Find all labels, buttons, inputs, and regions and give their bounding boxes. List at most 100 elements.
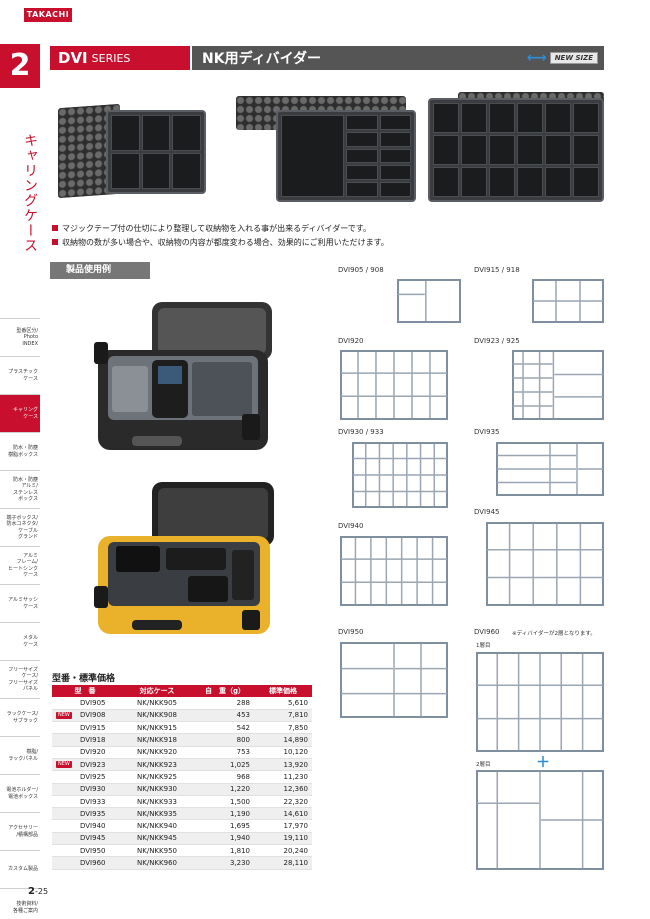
cell-price: 14,890 <box>254 733 312 747</box>
cell-price: 5,610 <box>254 697 312 710</box>
sidebar-item[interactable]: カスタム製品 <box>0 850 40 888</box>
cell-weight: 1,500 <box>196 795 254 809</box>
yellow-case-photo <box>92 478 278 644</box>
cell-price: 11,230 <box>254 770 312 784</box>
diagram-dvi915-svg <box>532 279 604 323</box>
sidebar-item[interactable]: 電池ホルダー/ 電池ボックス <box>0 774 40 812</box>
cell-case: NK/NKK905 <box>118 697 196 710</box>
cell-weight: 1,940 <box>196 832 254 846</box>
cell-price: 14,610 <box>254 807 312 821</box>
cell-model: DVI960 <box>52 856 118 870</box>
cell-weight: 800 <box>196 733 254 747</box>
diagram-outline <box>397 279 461 323</box>
diagram-dvi960-layer1-svg <box>476 652 604 752</box>
diagram-dvi905-svg <box>397 279 461 323</box>
sidebar-item[interactable]: メタル ケース <box>0 622 40 660</box>
yellow-case-illustration <box>94 482 274 634</box>
product-photo-large <box>428 92 606 204</box>
sidebar-item[interactable]: キャリング ケース <box>0 394 40 432</box>
cell-weight: 968 <box>196 770 254 784</box>
cell-weight: 542 <box>196 721 254 735</box>
cell-case: NK/NKK918 <box>118 733 196 747</box>
cell-model: DVI925 <box>52 770 118 784</box>
page-number: 2-25 <box>28 886 49 897</box>
diagram-label: DVI940 <box>338 522 364 530</box>
black-case-photo <box>92 296 278 464</box>
chapter-number: 2 <box>0 44 40 88</box>
layer-label: 1層目 <box>476 643 491 649</box>
diagram-dvi960-layer1 <box>476 652 604 752</box>
product-photo-small <box>58 100 208 200</box>
diagram-label: DVI960 <box>474 628 500 636</box>
cell-case: NK/NKK925 <box>118 770 196 784</box>
sidebar-item[interactable]: プラスチック ケース <box>0 356 40 394</box>
sidebar-item[interactable]: 樹脂/ ラックパネル <box>0 736 40 774</box>
diagram-dvi930-svg <box>352 442 448 508</box>
black-case-illustration <box>94 302 272 450</box>
sidebar-item[interactable]: アルミ フレーム/ ヒートシンク ケース <box>0 546 40 584</box>
diagram-dvi940-svg <box>340 536 448 606</box>
usage-example-heading: 製品使用例 <box>50 262 150 279</box>
diagram-dvi935 <box>496 442 604 496</box>
sidebar-item[interactable]: 技術資料/ 各種ご案内 <box>0 888 40 919</box>
diagram-dvi923-svg <box>512 350 604 420</box>
sidebar-item[interactable]: 端子ボックス/ 防水コネクタ/ ケーブル グランド <box>0 508 40 546</box>
feature-bullets: マジックテープ付の仕切により整理して収納物を入れる事が出来るディバイダーです。 … <box>52 222 389 250</box>
diagram-dvi960-layer2-svg <box>476 770 604 870</box>
diagram-dvi945-svg <box>486 522 604 606</box>
cell-model: DVI905 <box>52 697 118 710</box>
sidebar-item[interactable]: ラックケース/ サブラック <box>0 698 40 736</box>
cell-weight: 1,190 <box>196 807 254 821</box>
cell-price: 7,850 <box>254 721 312 735</box>
bullet-item: マジックテープ付の仕切により整理して収納物を入れる事が出来るディバイダーです。 <box>52 222 389 236</box>
sidebar-item[interactable]: 防水・防塵 アルミ/ ステンレス ボックス <box>0 470 40 508</box>
diagram-dvi915 <box>532 279 604 323</box>
cell-price: 22,320 <box>254 795 312 809</box>
diagram-outline <box>486 522 604 606</box>
sidebar-item[interactable]: アルミサッシ ケース <box>0 584 40 622</box>
page-title-band: NK用ディバイダー ⟷ NEW SIZE <box>192 46 604 70</box>
diagram-dvi905 <box>397 279 461 323</box>
sidebar-item[interactable]: 型番区分/ Photo INDEX <box>0 318 40 356</box>
product-photo-medium <box>236 96 416 206</box>
col-case: 対応ケース <box>118 685 196 697</box>
cell-price: 19,110 <box>254 832 312 846</box>
sidebar-item[interactable]: アクセサリー /積構部品 <box>0 812 40 850</box>
new-size-label: NEW SIZE <box>549 52 598 64</box>
price-table-title: 型番・標準価格 <box>52 674 116 684</box>
cell-price: 13,920 <box>254 758 312 772</box>
diagram-label: DVI950 <box>338 628 364 636</box>
page-title: NK用ディバイダー <box>202 51 322 67</box>
col-model: 型 番 <box>52 685 118 697</box>
table-header-row: 型 番 対応ケース 自 重（g） 標準価格 <box>52 685 312 697</box>
sidebar-item[interactable]: フリーサイズ ケース/ フリーサイズ パネル <box>0 660 40 698</box>
layer-label: 2層目 <box>476 762 491 768</box>
col-weight: 自 重（g） <box>196 685 254 697</box>
plus-icon: ＋ <box>536 755 550 771</box>
series-sub: SERIES <box>91 51 131 65</box>
cell-model: DVI918 <box>52 733 118 747</box>
sidebar-item[interactable]: 防水・防塵 樹脂ボックス <box>0 432 40 470</box>
diagram-label: DVI905 / 908 <box>338 266 384 274</box>
cell-model: DVI950 <box>52 844 118 858</box>
diagram-label: DVI920 <box>338 337 364 345</box>
cell-weight: 3,230 <box>196 856 254 870</box>
divider-tray <box>276 110 416 202</box>
cell-case: NK/NKK945 <box>118 832 196 846</box>
diagram-dvi960-layer2 <box>476 770 604 870</box>
divider-tray <box>106 110 206 194</box>
cell-weight: 1,025 <box>196 758 254 772</box>
diagram-note: ※ディバイダーが2層となります。 <box>512 631 596 637</box>
cell-case: NK/NKK923 <box>118 758 196 772</box>
